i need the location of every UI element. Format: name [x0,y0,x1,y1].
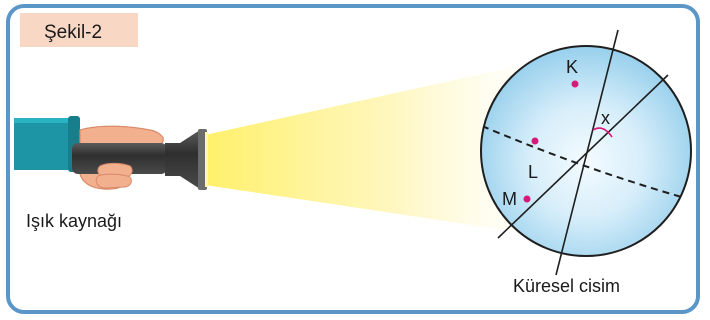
angle-arc [592,127,613,138]
light-source-label: Işık kaynağı [26,211,122,231]
title-badge [20,13,138,47]
point-l-label: L [528,162,538,182]
equator-line [481,125,691,201]
point-l [531,137,539,145]
light-beam [205,60,545,236]
figure-title: Şekil-2 [44,22,102,43]
object-label: Küresel cisim [513,276,620,296]
angle-label: x [601,108,610,128]
point-k-label: K [566,57,578,77]
flashlight-icon [72,129,208,190]
point-m [523,195,531,203]
sleeve-icon [14,116,80,172]
terminator-line [497,74,669,239]
hand-fingers [95,162,133,189]
point-m-label: M [502,189,517,209]
point-k [571,80,579,88]
